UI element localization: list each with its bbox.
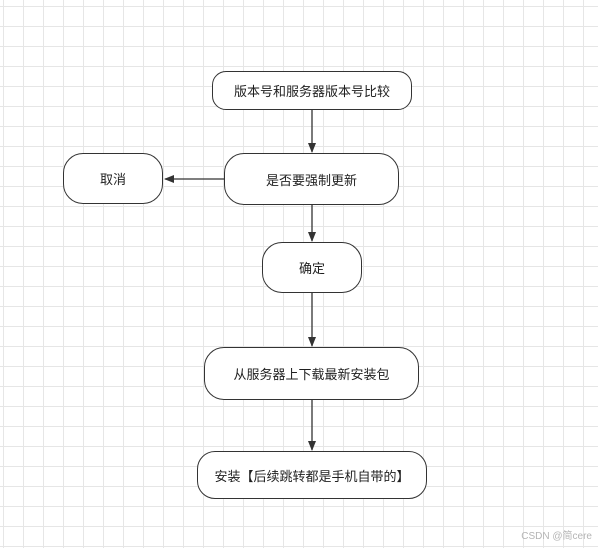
node-install: 安装【后续跳转都是手机自带的】: [197, 451, 427, 499]
node-cancel-label: 取消: [99, 173, 126, 188]
node-compare-version-label: 版本号和服务器版本号比较: [233, 85, 390, 100]
node-cancel: 取消: [63, 153, 163, 204]
node-confirm: 确定: [262, 242, 362, 293]
node-force-update-label: 是否要强制更新: [265, 173, 357, 189]
node-install-label: 安装【后续跳转都是手机自带的】: [214, 469, 410, 485]
node-download: 从服务器上下载最新安装包: [204, 347, 419, 400]
node-confirm-label: 确定: [298, 262, 325, 277]
node-force-update: 是否要强制更新: [224, 153, 399, 205]
node-download-label: 从服务器上下载最新安装包: [233, 368, 390, 383]
node-compare-version: 版本号和服务器版本号比较: [212, 71, 412, 110]
watermark-text: CSDN @简cere: [521, 531, 592, 542]
